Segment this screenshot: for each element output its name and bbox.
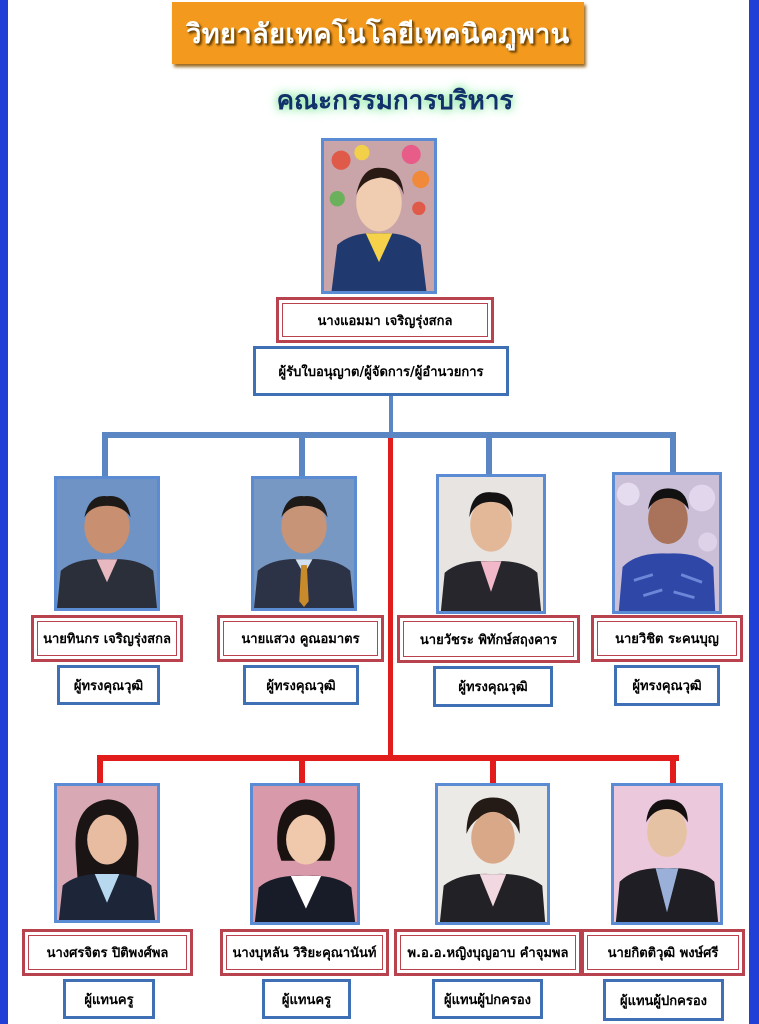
role-box-row2-3: ผู้แทนผู้ปกครอง (432, 979, 543, 1019)
connector-row1-drop-2 (299, 432, 305, 476)
connector-row2-drop-3 (490, 755, 496, 783)
name-box-row2-3: พ.อ.อ.หญิงบุญอาบ คำจุมพล (394, 929, 582, 976)
connector-row1-drop-1 (102, 432, 108, 476)
role-box-row1-1: ผู้ทรงคุณวุฒิ (57, 665, 160, 705)
top-name-box: นางแอมมา เจริญรุ่งสกล (276, 297, 494, 343)
connector-row2-horizontal (97, 755, 679, 761)
name-box-row1-3: นายวัชระ พิทักษ์สฤงคาร (397, 615, 580, 663)
connector-row2-drop-4 (670, 755, 676, 783)
portrait-photo-row2-3 (435, 783, 550, 925)
page-frame-left (0, 0, 8, 1024)
connector-red-trunk (388, 438, 393, 758)
portrait-photo-top (321, 138, 437, 294)
page-frame-right (749, 0, 759, 1024)
portrait-photo-row1-4 (612, 472, 722, 614)
name-box-row1-1: นายทินกร เจริญรุ่งสกล (31, 615, 183, 662)
role-box-row2-2: ผู้แทนครู (262, 979, 351, 1019)
committee-title: คณะกรรมการบริหาร (276, 85, 514, 116)
connector-row2-drop-1 (97, 755, 103, 783)
portrait-photo-row1-3 (436, 474, 546, 614)
role-box-row1-2: ผู้ทรงคุณวุฒิ (243, 665, 359, 705)
connector-top-vertical (389, 396, 393, 434)
portrait-photo-row2-2 (250, 783, 360, 925)
name-box-row1-4: นายวิชิต ระคนบุญ (591, 615, 743, 662)
name-box-row1-2: นายแสวง คูณอมาตร (217, 615, 384, 662)
connector-row2-drop-2 (299, 755, 305, 783)
college-title-banner: วิทยาลัยเทคโนโลยีเทคนิคภูพาน (172, 2, 584, 64)
name-box-row2-1: นางศรจิตร ปิติพงศ์พล (22, 929, 193, 976)
name-box-row2-2: นางบุหลัน วิริยะคุณานันท์ (220, 929, 389, 976)
connector-row1-drop-4 (670, 432, 676, 472)
top-role-box: ผู้รับใบอนุญาต/ผู้จัดการ/ผู้อำนวยการ (253, 346, 509, 396)
portrait-photo-row1-2 (251, 476, 357, 611)
connector-row1-horizontal (102, 432, 676, 438)
role-box-row1-3: ผู้ทรงคุณวุฒิ (433, 666, 553, 707)
portrait-photo-row2-1 (54, 783, 160, 923)
connector-row1-drop-3 (486, 432, 492, 476)
role-box-row2-1: ผู้แทนครู (63, 979, 155, 1019)
portrait-photo-row2-4 (611, 783, 723, 925)
portrait-photo-row1-1 (54, 476, 160, 611)
name-box-row2-4: นายกิตติวุฒิ พงษ์ศรี (581, 929, 745, 976)
role-box-row2-4: ผู้แทนผู้ปกครอง (603, 979, 724, 1021)
role-box-row1-4: ผู้ทรงคุณวุฒิ (614, 665, 720, 706)
